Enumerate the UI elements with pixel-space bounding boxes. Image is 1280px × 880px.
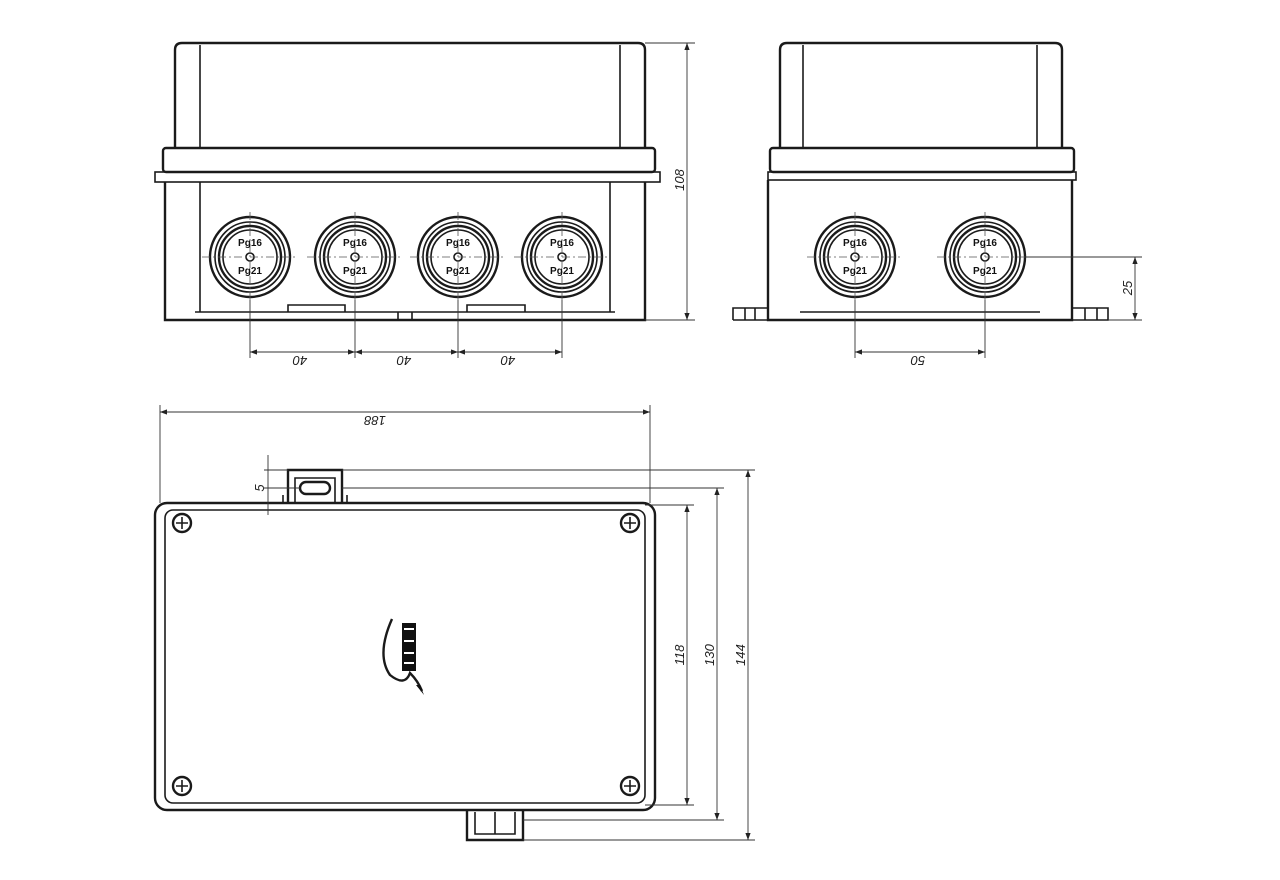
side-view: Pg16 Pg21 Pg16 Pg21 50 25 [732, 41, 1142, 368]
cable-gland-6 [935, 210, 1035, 304]
cable-gland-5 [805, 210, 905, 304]
mounting-tab-top [282, 468, 348, 503]
dim-width-188: 188 [363, 413, 385, 428]
cable-gland-2 [305, 210, 405, 304]
gland-label-bottom: Pg21 [446, 266, 470, 277]
dim-gland-height-25: 25 [1120, 280, 1135, 296]
gland-label-top: Pg16 [843, 238, 867, 249]
dim-height-144: 144 [733, 644, 748, 666]
dim-height-130: 130 [702, 643, 717, 665]
mounting-tab-bottom [465, 810, 525, 842]
gland-label-bottom: Pg21 [973, 266, 997, 277]
logo [382, 618, 424, 695]
screw-icon [619, 512, 641, 534]
dim-height-118: 118 [672, 644, 687, 665]
dim-spacing-50: 50 [910, 353, 925, 368]
screw-icon [171, 512, 193, 534]
gland-label-top: Pg16 [238, 238, 262, 249]
cable-gland-1 [200, 210, 300, 304]
cable-gland-4 [512, 210, 612, 304]
dim-tab-5: 5 [252, 484, 267, 492]
gland-label-bottom: Pg21 [550, 266, 574, 277]
cable-gland-3 [408, 210, 508, 304]
gland-label-bottom: Pg21 [843, 266, 867, 277]
dim-spacing-1: 40 [292, 353, 307, 368]
gland-label-top: Pg16 [973, 238, 997, 249]
gland-label-top: Pg16 [446, 238, 470, 249]
gland-label-top: Pg16 [550, 238, 574, 249]
dim-height-108: 108 [672, 168, 687, 190]
screw-icon [619, 775, 641, 797]
gland-label-bottom: Pg21 [343, 266, 367, 277]
top-view: 188 5 118 130 144 [153, 405, 755, 842]
dim-spacing-2: 40 [396, 353, 411, 368]
screw-icon [171, 775, 193, 797]
gland-label-bottom: Pg21 [238, 266, 262, 277]
dim-spacing-3: 40 [500, 353, 515, 368]
gland-label-top: Pg16 [343, 238, 367, 249]
front-view: Pg16 Pg21 Pg16 Pg21 Pg16 Pg21 Pg16 Pg21 … [154, 41, 695, 368]
